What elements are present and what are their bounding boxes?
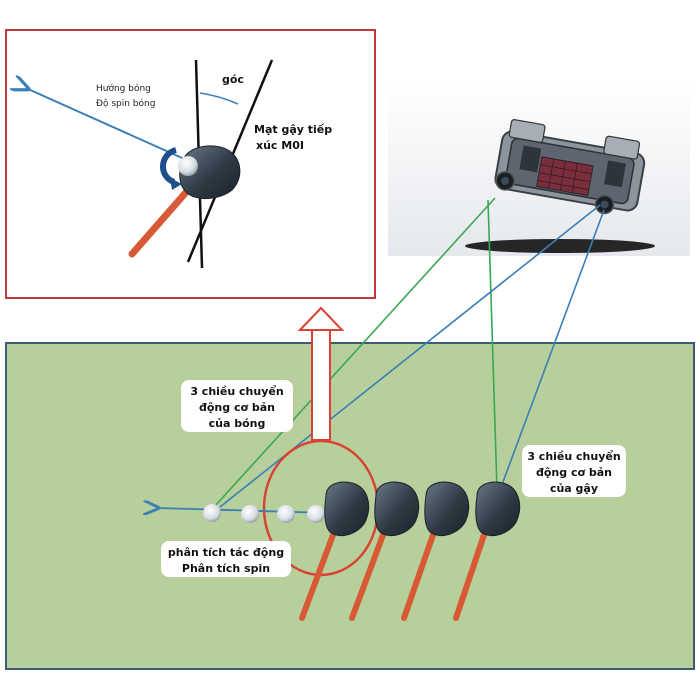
- face-contact-line2: xúc M0I: [256, 139, 304, 152]
- inset-club-shaft: [128, 186, 192, 258]
- club-driver-3: [401, 481, 470, 621]
- ball-motion-line3: của bóng: [209, 417, 266, 430]
- analysis-callout: phân tích tác động Phân tích spin: [161, 541, 291, 577]
- angle-arc: [199, 92, 239, 105]
- green-sensor-line-1: [213, 197, 496, 508]
- club-driver-1: [299, 481, 370, 621]
- inset-golf-ball: [178, 156, 198, 176]
- spin-analysis-label: Phân tích spin: [182, 562, 270, 575]
- golf-ball: [241, 505, 259, 523]
- up-arrow: [297, 306, 345, 441]
- green-sensor-line-2: [487, 199, 498, 491]
- ball-spin-label: Độ spin bóng: [96, 98, 155, 109]
- golf-ball: [277, 505, 295, 523]
- ball-motion-line1: 3 chiều chuyển: [190, 385, 283, 398]
- launch-monitor-device: [388, 82, 690, 256]
- blue-sensor-line-2: [499, 209, 605, 491]
- ball-sequence: [203, 504, 325, 523]
- club-sequence: [299, 481, 521, 621]
- club-motion-line2: động cơ bản: [536, 466, 612, 479]
- golf-ball: [203, 504, 221, 522]
- club-motion-line3: của gậy: [550, 482, 598, 495]
- club-driver-4: [453, 481, 521, 621]
- impact-analysis-label: phân tích tác động: [168, 546, 284, 559]
- angle-label: góc: [222, 73, 244, 86]
- club-driver-2: [349, 481, 420, 621]
- face-contact-line1: Mạt gậy tiếp: [254, 123, 332, 136]
- impact-detail-inset: Hướng bóng Độ spin bóng góc Mạt gậy tiếp…: [5, 29, 376, 299]
- ball-motion-line2: động cơ bản: [199, 401, 275, 414]
- golf-ball: [307, 505, 325, 523]
- ball-direction-label: Hướng bóng: [96, 83, 151, 94]
- ball-motion-callout: 3 chiều chuyển động cơ bản của bóng: [181, 380, 293, 432]
- club-motion-line1: 3 chiều chuyển: [527, 450, 620, 463]
- club-motion-callout: 3 chiều chuyển động cơ bản của gậy: [522, 445, 626, 497]
